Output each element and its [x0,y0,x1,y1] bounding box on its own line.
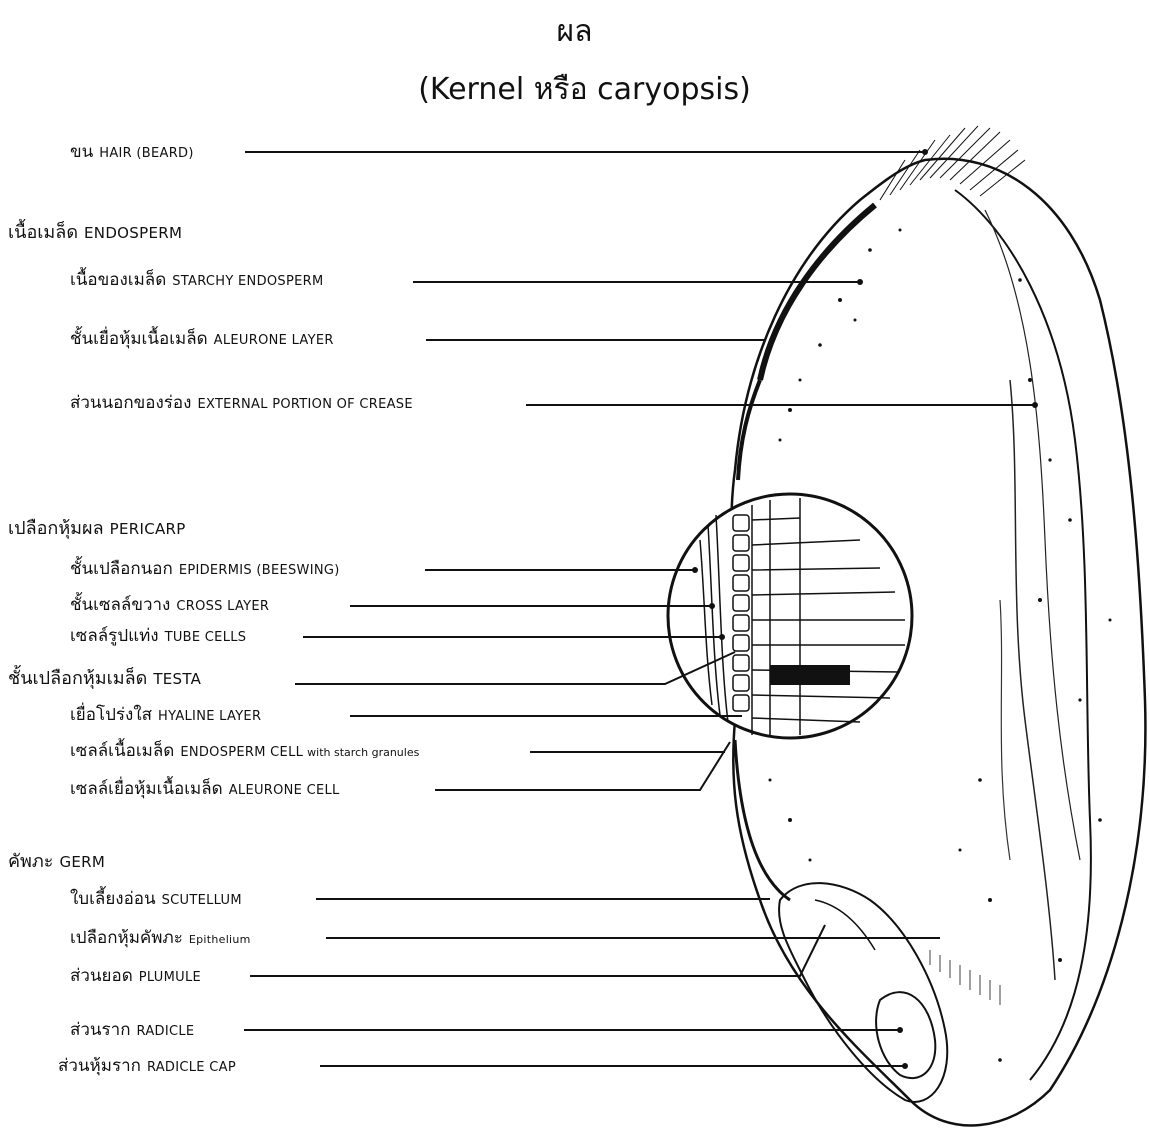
germ-outline [779,883,947,1102]
beard-hairs [880,126,1025,200]
magnified-cross-section [668,494,912,738]
leader-lines [244,152,1035,1066]
